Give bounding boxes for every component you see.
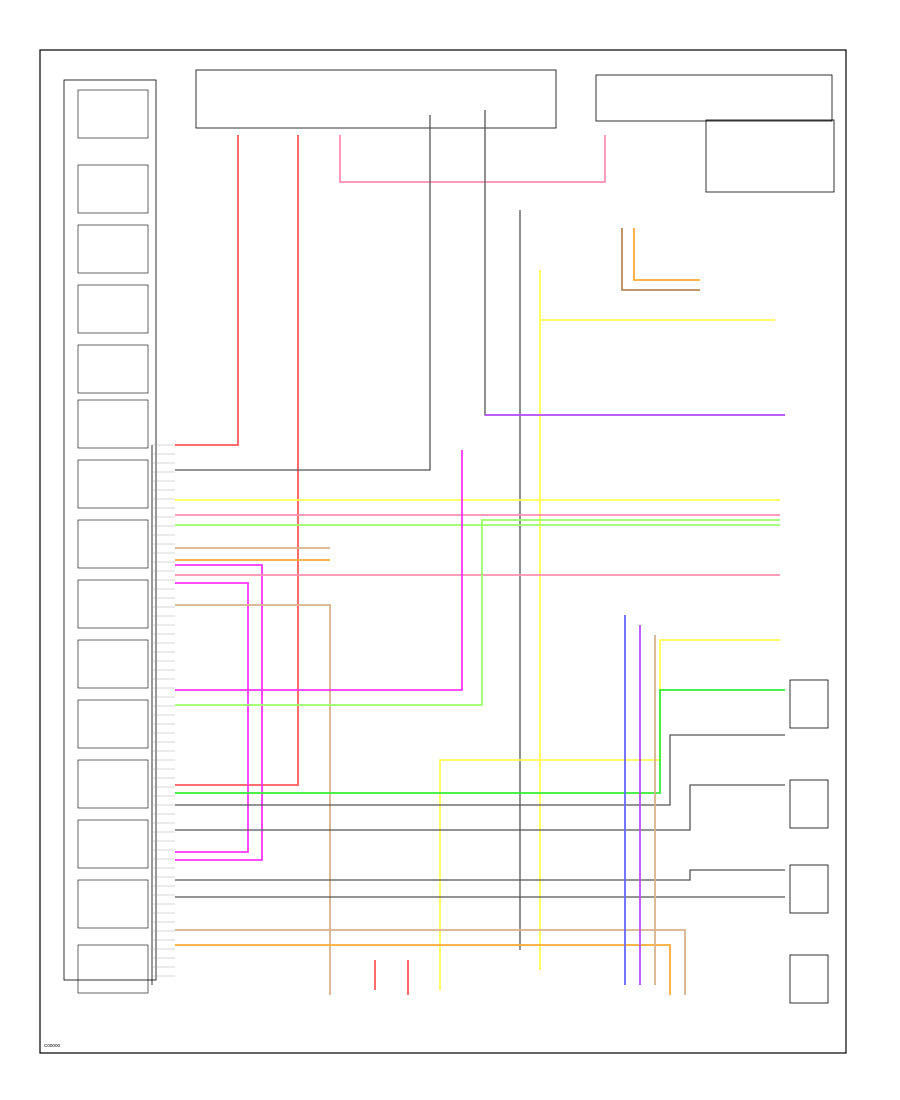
- right-sensor-connector-2: [789, 864, 829, 914]
- left-component-box-3: [77, 284, 149, 334]
- left-component-box-1: [77, 164, 149, 214]
- left-component-box-0: [77, 89, 149, 139]
- left-component-box-2: [77, 224, 149, 274]
- right-sensor-connector-1: [789, 779, 829, 829]
- wire-yellow-19: [439, 639, 780, 990]
- wire-tan-25: [175, 929, 686, 995]
- left-component-group: [77, 89, 149, 994]
- wire-gray-22: [175, 784, 785, 831]
- wire-orange-26: [175, 944, 671, 995]
- right-connector-group: [789, 679, 829, 1004]
- left-component-box-5: [77, 399, 149, 449]
- right-sensor-connector-3: [789, 954, 829, 1004]
- wire-magenta-13: [175, 564, 263, 861]
- left-component-box-9: [77, 639, 149, 689]
- left-component-box-12: [77, 819, 149, 869]
- wire-orange-31: [633, 228, 700, 281]
- wire-green-20: [175, 689, 785, 794]
- fuse-block-top: [195, 69, 835, 193]
- footer-code: C00000: [44, 1043, 61, 1048]
- left-component-box-8: [77, 579, 149, 629]
- wire-brown-30: [621, 228, 700, 291]
- wire-red-1: [175, 135, 299, 786]
- left-component-box-10: [77, 699, 149, 749]
- wire-gray-4: [484, 110, 785, 416]
- left-component-box-7: [77, 519, 149, 569]
- left-component-box-6: [77, 459, 149, 509]
- pin-number-group: [152, 444, 175, 977]
- wire-tan-16: [175, 604, 331, 995]
- wire-gray-21: [175, 734, 785, 806]
- left-component-box-14: [77, 944, 149, 994]
- left-component-box-13: [77, 879, 149, 929]
- wire-gray-3: [175, 115, 431, 471]
- left-component-box-4: [77, 344, 149, 394]
- outer-frame: [39, 49, 847, 1054]
- wire-pink-2: [339, 135, 606, 183]
- wire-magenta-15: [175, 582, 249, 853]
- wire-magenta-17: [175, 450, 463, 691]
- wire-group: [175, 110, 785, 995]
- wire-gray-23: [175, 869, 785, 881]
- left-component-box-11: [77, 759, 149, 809]
- wire-lightgreen-18: [175, 519, 780, 706]
- right-sensor-connector-0: [789, 679, 829, 729]
- wire-red-0: [175, 135, 239, 446]
